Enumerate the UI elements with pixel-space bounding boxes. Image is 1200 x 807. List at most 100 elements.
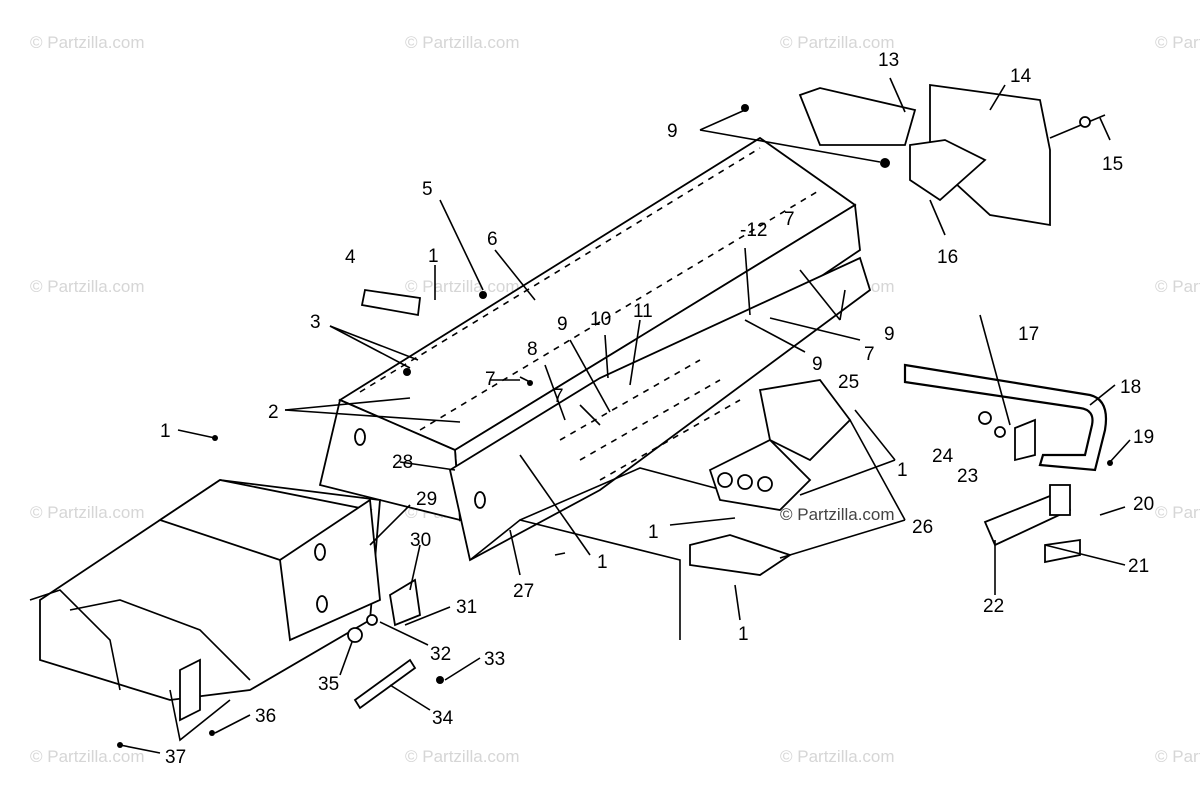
leader-lines — [119, 77, 1131, 754]
callout-28: 28 — [392, 452, 413, 473]
callout-25: 25 — [838, 372, 859, 393]
leader — [214, 714, 251, 734]
watermark: © Partzilla.com — [30, 33, 145, 52]
leader — [1099, 117, 1111, 141]
callout-5: 5 — [422, 179, 433, 200]
leader — [409, 544, 421, 591]
callout-21: 21 — [1128, 556, 1149, 577]
rear-bumper — [903, 363, 1108, 564]
leader — [379, 621, 429, 646]
leader — [329, 325, 419, 361]
callout-7: 7 — [784, 209, 795, 230]
front-bulkhead — [29, 479, 381, 742]
bulkhead-rail — [29, 589, 121, 691]
leader — [1099, 506, 1126, 516]
cable-15 — [1049, 114, 1106, 139]
leader — [779, 519, 906, 559]
callout-7: 7 — [553, 386, 564, 407]
callout-7: 7 — [864, 344, 875, 365]
leader — [119, 744, 161, 754]
bulkhead-side — [279, 498, 381, 642]
leader — [284, 397, 411, 411]
bulkhead-rail — [69, 599, 251, 681]
leader — [734, 584, 741, 621]
bulkhead-lower — [169, 689, 231, 742]
part-16-plate — [909, 139, 987, 202]
floor-outline — [469, 519, 681, 640]
fastener — [117, 742, 123, 748]
callout-2: 2 — [268, 402, 279, 423]
leader — [854, 409, 896, 461]
part-4-plate — [360, 288, 421, 317]
callout-1: 1 — [428, 246, 439, 267]
watermark: © Partzilla.com — [30, 503, 145, 522]
leader — [889, 77, 906, 113]
tunnel-hole — [354, 428, 366, 446]
callout-20: 20 — [1133, 494, 1154, 515]
part-34-strip — [353, 658, 417, 710]
fastener — [1107, 460, 1113, 466]
leader — [389, 684, 431, 711]
small-parts — [347, 288, 421, 710]
part-17-bracket — [1014, 418, 1036, 462]
callout-9: 9 — [884, 324, 895, 345]
callout-1: 1 — [648, 522, 659, 543]
watermark: © Partzilla.com — [780, 747, 895, 766]
callout-1: 1 — [897, 460, 908, 481]
tunnel-rivet-line — [419, 189, 821, 431]
callout-15: 15 — [1102, 154, 1123, 175]
bracket-hole — [757, 476, 773, 492]
callout-12: -12 — [740, 220, 767, 241]
leader — [569, 339, 611, 413]
leader — [769, 317, 861, 341]
leader — [629, 319, 641, 386]
callout-27: 27 — [513, 581, 534, 602]
fastener — [741, 104, 749, 112]
watermark: © Partzilla.com — [1155, 747, 1200, 766]
leader — [799, 459, 896, 496]
watermark: © Partzilla.com — [780, 33, 895, 52]
callout-3: 3 — [310, 312, 321, 333]
part-25-box — [758, 379, 852, 462]
callout-36: 36 — [255, 706, 276, 727]
bulkhead-hole — [314, 543, 326, 561]
leader — [579, 404, 601, 426]
leader — [699, 129, 881, 163]
part-21-pad — [1049, 484, 1071, 516]
leader — [177, 429, 216, 439]
callout-11: 11 — [633, 301, 653, 322]
callout-34: 34 — [432, 708, 454, 729]
leader — [509, 529, 521, 576]
fasteners — [117, 104, 1113, 748]
leader — [339, 641, 353, 676]
leader — [439, 199, 484, 291]
leader — [604, 334, 609, 379]
leader — [329, 325, 411, 369]
leader — [1089, 384, 1116, 406]
leader — [444, 657, 481, 681]
watermark: © Partzilla.com — [1155, 277, 1200, 296]
callout-7: 7 — [485, 369, 496, 390]
callout-9: 9 — [812, 354, 823, 375]
fastener — [880, 158, 890, 168]
bracket-hole — [737, 474, 753, 490]
callout-1: 1 — [597, 552, 608, 573]
callout-31: 31 — [456, 597, 477, 618]
leader — [544, 364, 566, 421]
callout-9: 9 — [667, 121, 678, 142]
tunnel-side-left — [318, 398, 461, 522]
rivet-line — [559, 359, 701, 441]
callout-33: 33 — [484, 649, 505, 670]
fastener — [403, 368, 411, 376]
connector-15 — [1079, 116, 1091, 128]
leader — [989, 84, 1006, 111]
callout-22: 22 — [983, 596, 1004, 617]
callout-labels: 1 1 1 1 1 1 2 3 4 5 6 7 7 7 7 8 9 9 9 9 … — [160, 50, 1154, 768]
bulkhead-hole — [316, 595, 328, 613]
watermark: © Partzilla.com — [405, 747, 520, 766]
callout-18: 18 — [1120, 377, 1141, 398]
leader — [404, 606, 451, 626]
callout-26: 26 — [912, 517, 933, 538]
watermark: © Partzilla.com — [30, 747, 145, 766]
